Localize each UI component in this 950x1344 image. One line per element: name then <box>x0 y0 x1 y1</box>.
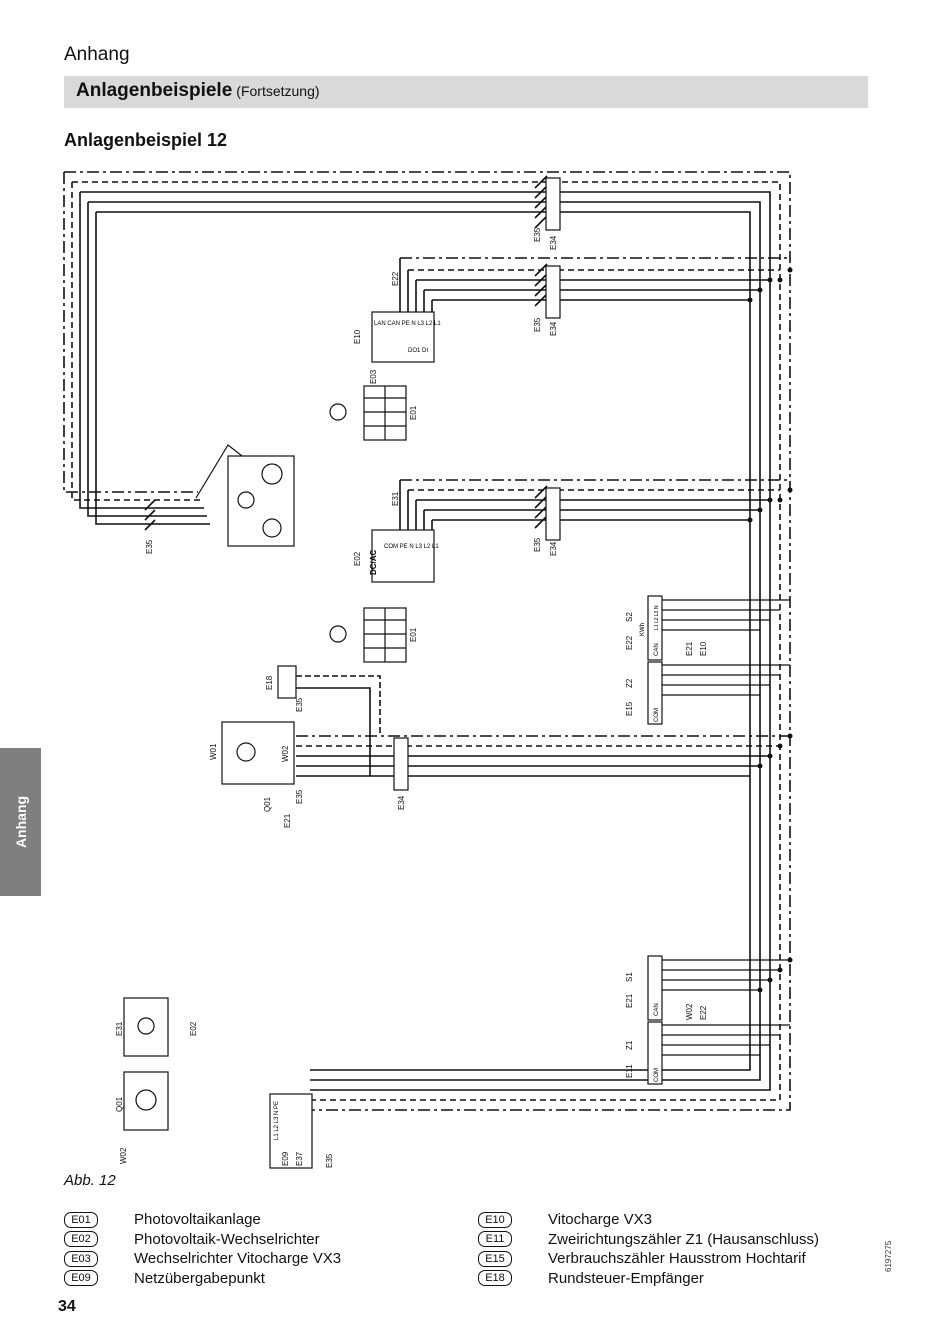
legend-item: E10 Vitocharge VX3 <box>478 1210 819 1230</box>
label-e35-e18: E35 <box>295 697 304 712</box>
legend-text: Vitocharge VX3 <box>548 1211 652 1229</box>
legend-code: E09 <box>64 1270 98 1287</box>
label-e01-b: E01 <box>409 627 418 642</box>
legend-item: E18 Rundsteuer-Empfänger <box>478 1269 819 1289</box>
label-e34-a: E34 <box>549 235 558 250</box>
label-e09: E09 <box>281 1151 290 1166</box>
legend-code: E01 <box>64 1211 98 1228</box>
header-bar: Anlagenbeispiele(Fortsetzung) <box>64 76 868 108</box>
page-number: 34 <box>58 1298 76 1315</box>
legend-item: E03 Wechselrichter Vitocharge VX3 <box>64 1249 341 1269</box>
side-tab[interactable]: Anhang <box>0 748 41 896</box>
section-label: Anhang <box>64 44 130 65</box>
legend-text: Netzübergabepunkt <box>134 1269 265 1287</box>
label-e34-w: E34 <box>397 795 406 810</box>
meter-s2-phases: L1 L2 L3 N <box>654 605 660 630</box>
legend-text: Verbrauchszähler Hausstrom Hochtarif <box>548 1250 806 1268</box>
label-e21-w: E21 <box>283 813 292 828</box>
label-e35-w02: E35 <box>295 789 304 804</box>
meter-z2-com: COM <box>654 708 660 722</box>
example-title: Anlagenbeispiel 12 <box>64 130 228 150</box>
label-e35-house: E35 <box>145 539 154 554</box>
legend-text: Zweirichtungszähler Z1 (Hausanschluss) <box>548 1230 819 1248</box>
label-e03: E03 <box>369 369 378 384</box>
label-e02-low: E02 <box>189 1021 198 1036</box>
legend-item: E01 Photovoltaikanlage <box>64 1210 341 1230</box>
label-w02-bottom: W02 <box>119 1147 128 1164</box>
legend-text: Photovoltaik-Wechselrichter <box>134 1230 320 1248</box>
label-e34-c: E34 <box>549 541 558 556</box>
label-e35-c: E35 <box>533 537 542 552</box>
legend-code: E02 <box>64 1231 98 1248</box>
label-e35-bottom: E35 <box>325 1153 334 1168</box>
label-e21-mid: E21 <box>685 641 694 656</box>
label-e11: E11 <box>625 1064 634 1078</box>
legend-code: E10 <box>478 1211 512 1228</box>
label-z2: Z2 <box>625 678 634 688</box>
e02-terminals: COM PE N L3 L2 L1 <box>384 544 439 550</box>
label-e37: E37 <box>295 1151 304 1166</box>
label-q01-low: Q01 <box>115 1096 124 1112</box>
meter-s1-can: CAN <box>654 1003 660 1016</box>
label-e34-b: E34 <box>549 321 558 336</box>
document-number: 6197275 <box>884 1240 893 1272</box>
label-e31-low: E31 <box>115 1021 124 1036</box>
label-e22-low: E22 <box>699 1005 708 1020</box>
figure-caption: Abb. 12 <box>64 1172 116 1189</box>
meter-z1-com: COM <box>654 1068 660 1082</box>
legend-left: E01 Photovoltaikanlage E02 Photovoltaik-We… <box>64 1210 341 1288</box>
label-e10: E10 <box>353 329 362 344</box>
legend-text: Wechselrichter Vitocharge VX3 <box>134 1250 342 1268</box>
legend-right: E10 Vitocharge VX3 E11 Zweirichtungszähler… <box>478 1210 819 1288</box>
e10-do-terminals: DO1 DI <box>408 348 428 354</box>
label-s2: S2 <box>625 612 634 622</box>
label-e10-mid: E10 <box>699 641 708 656</box>
meter-s2-kwh: KWh <box>640 623 646 636</box>
header-subtitle: (Fortsetzung) <box>236 83 320 99</box>
e10-terminals: LAN CAN PE N L3 L2 L1 <box>374 321 441 327</box>
label-e15: E15 <box>625 701 634 716</box>
label-q01: Q01 <box>263 796 272 812</box>
label-s1: S1 <box>625 972 634 982</box>
label-e35-b: E35 <box>533 317 542 332</box>
e09-terminals: L1 L2 L3 N PE <box>274 1101 280 1140</box>
legend-item: E09 Netzübergabepunkt <box>64 1269 341 1289</box>
header-title: Anlagenbeispiele <box>76 80 233 101</box>
label-e18: E18 <box>265 675 274 690</box>
label-e02: E02 <box>353 551 362 566</box>
legend-item: E11 Zweirichtungszähler Z1 (Hausanschluss… <box>478 1230 819 1250</box>
label-e31-top: E31 <box>391 491 400 506</box>
label-e01-a: E01 <box>409 405 418 420</box>
label-e21-low: E21 <box>625 993 634 1008</box>
legend-code: E18 <box>478 1270 512 1287</box>
label-e22-top: E22 <box>391 271 400 286</box>
legend-code: E11 <box>478 1231 512 1248</box>
label-z1: Z1 <box>625 1040 634 1050</box>
label-e22-mid: E22 <box>625 635 634 650</box>
label-w02-low: W02 <box>685 1003 694 1020</box>
legend-text: Rundsteuer-Empfänger <box>548 1269 704 1287</box>
legend-item: E15 Verbrauchszähler Hausstrom Hochtarif <box>478 1249 819 1269</box>
legend-text: Photovoltaikanlage <box>134 1211 261 1229</box>
label-w02: W02 <box>281 745 290 762</box>
e02-name: DC/AC <box>369 549 378 575</box>
label-w01: W01 <box>209 743 218 760</box>
legend-code: E15 <box>478 1250 512 1267</box>
wiring-diagram: LAN CAN PE N L3 L2 L1 DO1 DI DC/AC COM P… <box>63 171 793 1169</box>
legend-item: E02 Photovoltaik-Wechselrichter <box>64 1230 341 1250</box>
legend-code: E03 <box>64 1250 98 1267</box>
label-e35-a: E35 <box>533 227 542 242</box>
meter-s2-can: CAN <box>654 643 660 656</box>
